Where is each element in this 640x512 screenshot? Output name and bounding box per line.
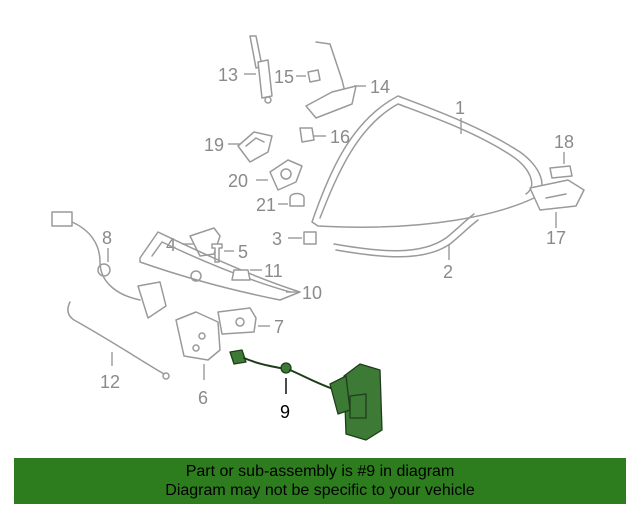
info-banner: Part or sub-assembly is #9 in diagram Di…: [14, 458, 626, 504]
callout-21[interactable]: 21: [256, 195, 276, 215]
callout-14[interactable]: 14: [370, 77, 390, 97]
banner-line-1: Part or sub-assembly is #9 in diagram: [185, 463, 455, 480]
part-13-strut[interactable]: [249, 35, 273, 104]
part-6-latch-plate[interactable]: [175, 311, 221, 361]
part-3-bumper[interactable]: [303, 231, 317, 245]
callout-1[interactable]: 1: [455, 98, 465, 118]
part-11-clip[interactable]: [231, 269, 251, 281]
parts-diagram: 1 2 3 4 5 10 11 7 6: [51, 35, 585, 441]
part-17-striker[interactable]: [529, 179, 585, 211]
callout-6[interactable]: 6: [198, 388, 208, 408]
part-9-latch-assembly[interactable]: [229, 349, 383, 441]
callout-8[interactable]: 8: [102, 228, 112, 248]
callout-7[interactable]: 7: [274, 317, 284, 337]
callout-13[interactable]: 13: [218, 65, 238, 85]
part-5-bolt[interactable]: [211, 243, 223, 263]
part-8-cable[interactable]: [51, 211, 167, 319]
callout-5[interactable]: 5: [238, 242, 248, 262]
callout-15[interactable]: 15: [274, 67, 294, 87]
part-19-pad[interactable]: [237, 131, 273, 163]
callout-4[interactable]: 4: [166, 235, 176, 255]
part-21-plug[interactable]: [289, 192, 305, 207]
callout-3[interactable]: 3: [272, 229, 282, 249]
part-2-weatherstrip[interactable]: [333, 213, 479, 258]
callout-12[interactable]: 12: [100, 372, 120, 392]
part-10-support-rail[interactable]: [139, 231, 301, 301]
callout-9[interactable]: 9: [280, 402, 290, 422]
part-7-bracket[interactable]: [217, 307, 257, 335]
part-12-release-cable[interactable]: [67, 301, 170, 380]
callout-18[interactable]: 18: [554, 132, 574, 152]
part-14-hinge[interactable]: [305, 41, 357, 119]
part-1-hood[interactable]: [311, 95, 543, 228]
part-18-screw[interactable]: [549, 165, 573, 179]
callout-2[interactable]: 2: [443, 262, 453, 282]
callout-19[interactable]: 19: [204, 135, 224, 155]
callout-16[interactable]: 16: [330, 127, 350, 147]
callout-10[interactable]: 10: [302, 283, 322, 303]
callout-17[interactable]: 17: [546, 228, 566, 248]
callout-20[interactable]: 20: [228, 171, 248, 191]
part-15-stud[interactable]: [307, 69, 321, 83]
part-20-grommet[interactable]: [269, 159, 303, 191]
part-16-bumper[interactable]: [299, 127, 315, 143]
banner-line-2: Diagram may not be specific to your vehi…: [165, 482, 475, 499]
callout-11[interactable]: 11: [264, 261, 283, 281]
